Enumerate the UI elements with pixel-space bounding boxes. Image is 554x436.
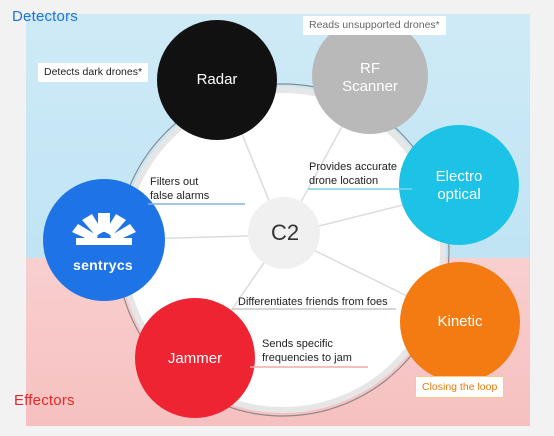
closing-loop-callout: Closing the loop [415, 376, 505, 398]
kinetic-circle [400, 262, 520, 382]
filters-line1: Filters out [150, 176, 199, 188]
electro-optical-circle [399, 125, 519, 245]
electro-optical-label-line2: optical [437, 186, 481, 203]
filters-callout: Filters out false alarms [150, 175, 209, 203]
c2-label: C2 [270, 220, 300, 245]
effectors-label: Effectors [14, 392, 75, 409]
differentiates-callout: Differentiates friends from foes [238, 296, 388, 308]
rf-scanner-label-line1: RF [360, 60, 380, 77]
electro-optical-label-line1: Electro [435, 168, 483, 185]
jammer-circle [135, 298, 255, 418]
kinetic-label: Kinetic [437, 313, 483, 330]
rf-scanner-circle [312, 18, 428, 134]
provides-location-line2: drone location [309, 175, 379, 187]
sends-line1: Sends specific [262, 338, 333, 350]
detectors-label: Detectors [12, 8, 78, 25]
sentrycs-logo-icon [72, 213, 136, 245]
provides-location-callout: Provides accurate drone location [309, 160, 397, 188]
sends-callout: Sends specific frequencies to jam [262, 337, 352, 365]
electro-optical-label: Electro optical [414, 168, 504, 204]
sentrycs-wordmark: sentrycs [73, 257, 133, 273]
rf-scanner-label-line2: Scanner [342, 78, 398, 95]
rf-scanner-label: RF Scanner [325, 60, 415, 96]
radar-circle [157, 20, 277, 140]
detects-dark-callout: Detects dark drones* [38, 63, 149, 82]
jammer-label: Jammer [167, 350, 223, 367]
reads-unsupported-callout: Reads unsupported drones* [303, 16, 446, 35]
c2-circle [248, 197, 320, 269]
provides-location-line1: Provides accurate [309, 161, 398, 173]
sends-line2: frequencies to jam [262, 352, 352, 364]
filters-line2: false alarms [150, 190, 210, 202]
radar-label: Radar [196, 71, 238, 88]
